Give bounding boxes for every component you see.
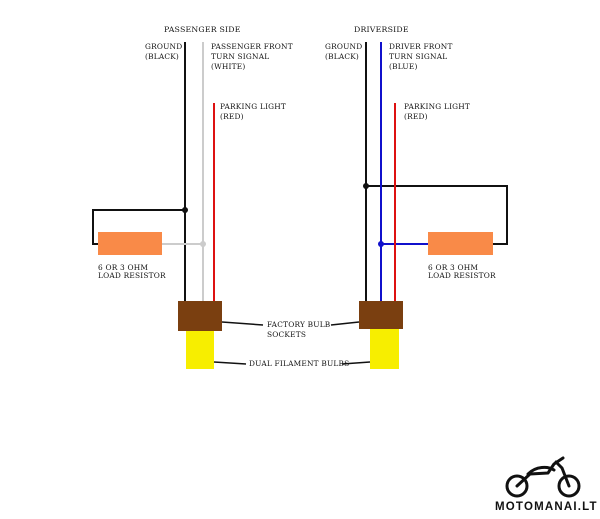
driver-turn-splice [378, 241, 384, 247]
driver-load-resistor [428, 232, 493, 255]
passenger-parking-label-1: PARKING LIGHT [220, 102, 286, 111]
bulbs-label: DUAL FILAMENT BULBS [249, 359, 349, 368]
sockets-label-1: FACTORY BULB [267, 320, 330, 329]
driver-bulb [370, 329, 399, 369]
driver-ground-label-1: GROUND [325, 42, 362, 51]
passenger-ground-loop-wire [92, 209, 185, 245]
sockets-leader-right [330, 321, 360, 326]
passenger-load-resistor [98, 232, 162, 255]
passenger-turn-splice [200, 241, 206, 247]
driver-side-title: DRIVERSIDE [354, 25, 409, 34]
passenger-turn-label-1: PASSENGER FRONT [211, 42, 293, 51]
bulbs-leader-left [213, 361, 247, 365]
sockets-label-2: SOCKETS [267, 330, 306, 339]
passenger-parking-label-2: (RED) [220, 112, 244, 121]
passenger-side: PASSENGER SIDE GROUND (BLACK) PASSENGER … [92, 25, 293, 369]
passenger-turn-label-3: (WHITE) [211, 62, 245, 71]
passenger-turn-label-2: TURN SIGNAL [211, 52, 269, 61]
callouts: FACTORY BULB SOCKETS DUAL FILAMENT BULBS [213, 320, 371, 368]
logo: MOTOMANAI.LT [495, 456, 598, 513]
driver-parking-label-2: (RED) [404, 112, 428, 121]
driver-turn-label-1: DRIVER FRONT [389, 42, 453, 51]
driver-side: DRIVERSIDE GROUND (BLACK) DRIVER FRONT T… [325, 25, 508, 369]
driver-resistor-label-1: 6 OR 3 OHM [428, 263, 478, 272]
passenger-resistor-label-2: LOAD RESISTOR [98, 271, 166, 280]
logo-text: MOTOMANAI.LT [495, 501, 598, 513]
sockets-leader-left [221, 321, 264, 326]
driver-turn-label-2: TURN SIGNAL [389, 52, 447, 61]
driver-bulb-socket [359, 301, 403, 329]
driver-ground-label-2: (BLACK) [325, 52, 359, 61]
driver-parking-label-1: PARKING LIGHT [404, 102, 470, 111]
driver-ground-loop-wire [366, 185, 508, 245]
passenger-bulb-socket [178, 301, 222, 331]
passenger-resistor-label-1: 6 OR 3 OHM [98, 263, 148, 272]
passenger-ground-label-2: (BLACK) [145, 52, 179, 61]
passenger-bulb [186, 331, 214, 369]
bulbs-leader-right [341, 361, 371, 365]
driver-resistor-label-2: LOAD RESISTOR [428, 271, 496, 280]
driver-ground-splice [363, 183, 369, 189]
passenger-side-title: PASSENGER SIDE [164, 25, 241, 34]
motorcycle-icon [505, 456, 581, 498]
driver-turn-label-3: (BLUE) [389, 62, 418, 71]
passenger-ground-splice [182, 207, 188, 213]
passenger-ground-label-1: GROUND [145, 42, 182, 51]
